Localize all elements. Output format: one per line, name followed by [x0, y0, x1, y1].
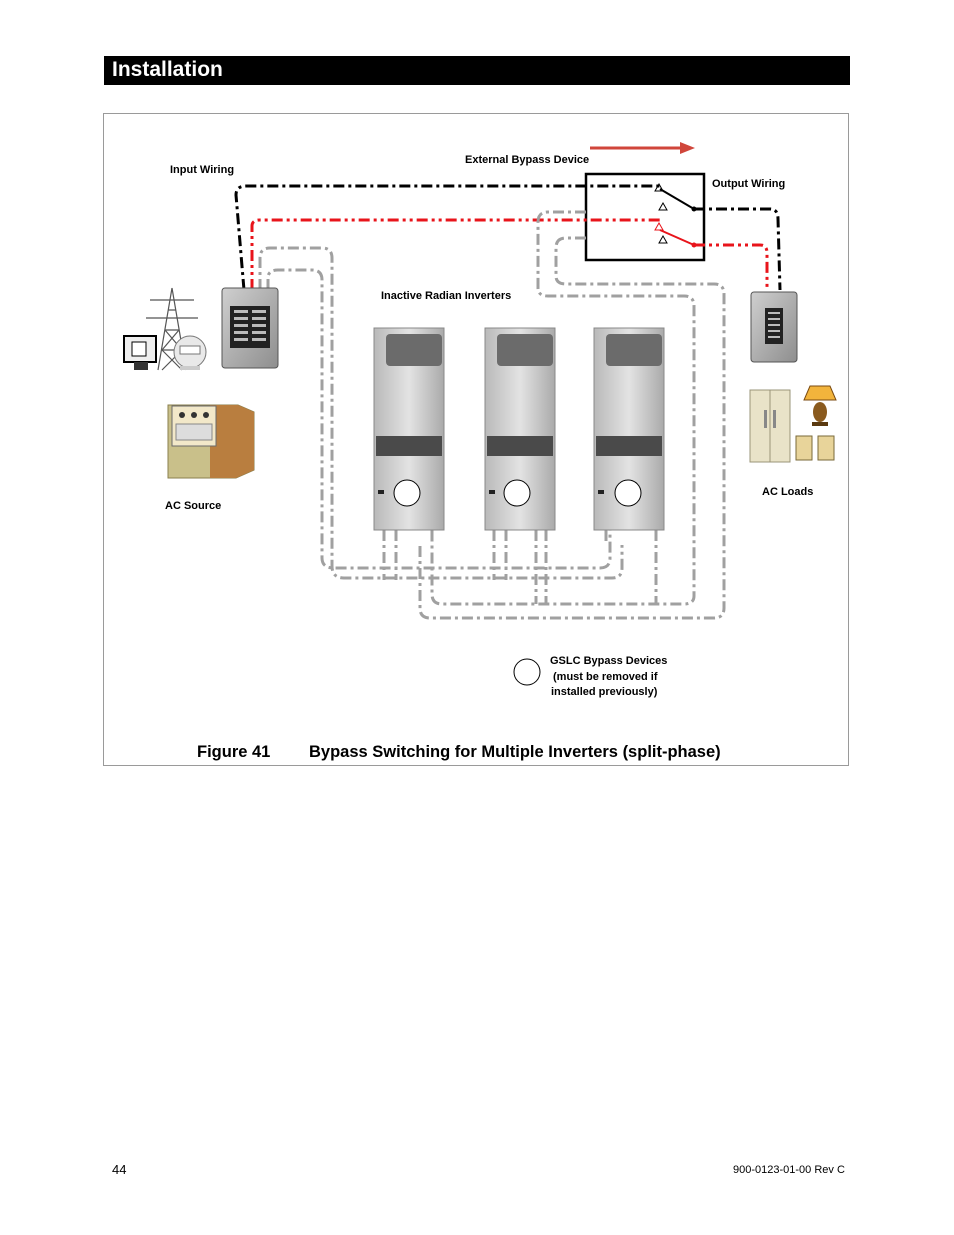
output-breaker-panel: [750, 291, 798, 363]
lamp-icon: [803, 385, 837, 426]
label-external-bypass-device: External Bypass Device: [465, 154, 590, 166]
label-gslc-line3: installed previously): [551, 686, 658, 698]
label-input-wiring: Input Wiring: [170, 164, 235, 176]
section-title: Installation: [112, 58, 223, 81]
refrigerator-icon: [749, 389, 791, 463]
section-header-bar: Installation: [104, 56, 850, 85]
outlet-icon: [795, 435, 835, 461]
figure-caption-number: Figure 41: [197, 743, 271, 761]
document-number: 900-0123-01-00 Rev C: [733, 1164, 845, 1176]
figure-caption-title: Bypass Switching for Multiple Inverters …: [309, 743, 721, 761]
page-number: 44: [112, 1162, 127, 1177]
input-neutral-wire: [234, 184, 660, 291]
bypass-diagram: [123, 142, 837, 686]
output-hot-wire: [694, 243, 769, 290]
output-neutral-wire: [694, 207, 782, 291]
label-inactive-radian-inverters: Inactive Radian Inverters: [381, 290, 512, 302]
input-hot-wire: [250, 218, 660, 290]
gslc-legend-icon: [513, 658, 541, 686]
direction-arrow: [590, 142, 695, 154]
external-bypass-device: [584, 172, 706, 262]
inverter-2: [484, 327, 556, 531]
input-breaker-panel: [221, 287, 279, 369]
generator-icon: [167, 404, 255, 479]
label-gslc-line1: GSLC Bypass Devices: [550, 655, 668, 667]
label-gslc-line2: (must be removed if: [553, 671, 658, 683]
label-ac-source: AC Source: [165, 500, 222, 512]
inverter-3: [593, 327, 665, 531]
utility-meter-icon: [123, 335, 207, 370]
utility-tower-icon: [146, 287, 198, 371]
figure-frame: [103, 113, 849, 766]
inactive-wiring: [258, 210, 726, 620]
label-ac-loads: AC Loads: [762, 486, 814, 498]
inverter-1: [373, 327, 445, 531]
label-output-wiring: Output Wiring: [712, 178, 786, 190]
